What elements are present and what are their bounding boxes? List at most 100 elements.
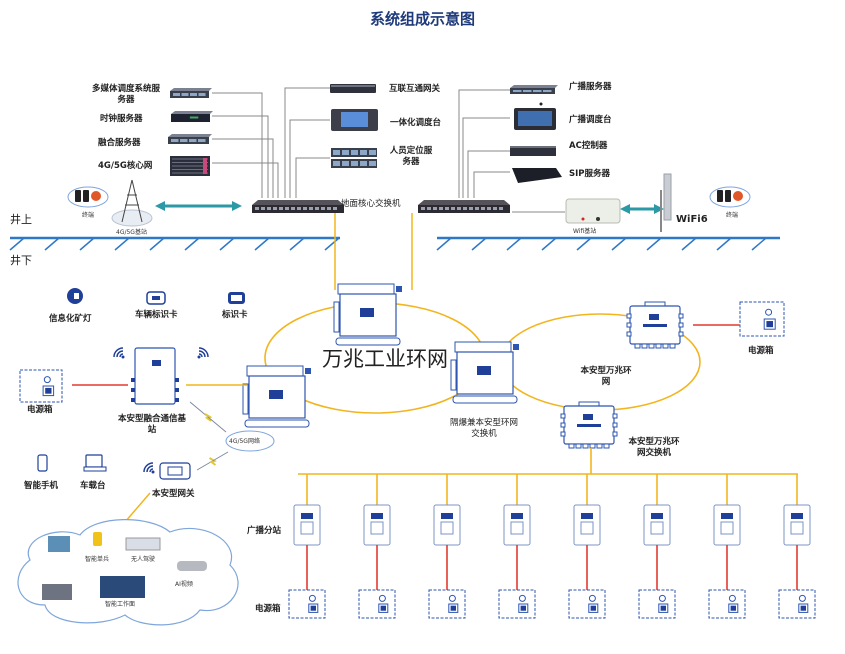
broadcast-station-5 [573, 474, 601, 590]
power-box-right-icon [739, 301, 785, 337]
label-terminal-left: 终端 [82, 212, 95, 219]
power-box-row-icon [638, 589, 676, 619]
ps-bay [351, 150, 358, 155]
label-ac-controller: AC控制器 [569, 141, 608, 151]
arrow-head-right [232, 201, 242, 211]
ps-bay [333, 161, 340, 166]
rack-front [168, 137, 209, 144]
ground-hatch [436, 237, 452, 251]
label-broadcast-server: 广播服务器 [569, 82, 612, 92]
label-terminal-right: 终端 [726, 212, 739, 219]
label-intrinsic-switch: 本安型万兆环网交换机 [628, 437, 680, 459]
core-switch-right-icon [418, 200, 510, 213]
ac-controller-icon [510, 146, 556, 156]
pb-body [428, 589, 466, 619]
is-port [662, 343, 669, 349]
wifi-signal-right-icon [197, 347, 209, 359]
intrinsic-switch-bottom-icon [560, 401, 618, 449]
ground-hatch [646, 237, 662, 251]
switch-port [303, 207, 307, 210]
app-handheld-icon [93, 532, 102, 546]
wire [289, 119, 330, 198]
is-side-port [612, 422, 618, 428]
pb-body [498, 589, 536, 619]
link-gateway-cloud [124, 492, 151, 523]
app-image-2 [42, 584, 72, 600]
fbs-port [131, 378, 135, 382]
broadcast-station-4 [503, 474, 531, 590]
pb-window-fill [380, 605, 386, 611]
wire [212, 162, 279, 198]
power-box-row-icon [498, 589, 536, 619]
is-side-port [560, 422, 566, 428]
fp-handle [242, 383, 249, 415]
ac-top [510, 146, 556, 148]
cell-tower-icon [111, 179, 153, 227]
station-screen [721, 513, 733, 519]
switch-top [418, 200, 510, 205]
phone-1 [717, 190, 723, 202]
switch-port [267, 207, 271, 210]
lamp-glyph [74, 293, 79, 299]
rack-bay [190, 93, 197, 96]
is-side-port [678, 322, 684, 328]
is-side-port [626, 331, 632, 337]
broadcast-station-7 [713, 474, 741, 590]
ground-hatch [149, 237, 165, 251]
app-workface-image [100, 576, 145, 598]
power-box-row-icon [288, 589, 326, 619]
label-smartphone: 智能手机 [24, 481, 59, 491]
fp-top [246, 365, 304, 377]
switch-port [481, 207, 485, 210]
device-3 [91, 191, 101, 201]
label-flameproof-switch: 隔爆兼本安型环网交换机 [449, 418, 518, 440]
tower-frame [121, 179, 143, 223]
pb-body [358, 589, 396, 619]
station-keypad [510, 521, 524, 535]
pb-body [288, 589, 326, 619]
antenna-panel [663, 173, 672, 221]
is-side-port [626, 322, 632, 328]
ground-hatch [611, 237, 627, 251]
station-screen [371, 513, 383, 519]
vcard-chip [152, 296, 160, 300]
vehicle-radio-icon [83, 454, 107, 472]
is-screen [649, 314, 659, 320]
is-side-port [626, 313, 632, 319]
wave-arc [113, 347, 124, 358]
fp-connector [513, 344, 519, 350]
network-cloud-icon [225, 430, 275, 452]
switch-port [457, 207, 461, 210]
vehicle-card-icon [146, 291, 166, 305]
id-card-icon [228, 292, 245, 304]
vr-screen [85, 454, 103, 468]
rack-bay [189, 139, 197, 142]
switch-port [315, 207, 319, 210]
label-fusion-server: 融合服务器 [98, 138, 141, 148]
fp-handle [450, 359, 457, 391]
multimedia-server-icon [170, 88, 212, 98]
pb-gauge [518, 594, 526, 602]
ground-hatch [541, 237, 557, 251]
fbs-body [134, 347, 176, 405]
intrinsic-gateway-icon [159, 462, 191, 480]
rack-bay [513, 90, 522, 92]
ground-hatch [324, 237, 340, 251]
arrow-head-right [654, 204, 664, 214]
wb-body [565, 198, 621, 224]
power-box-row-icon [428, 589, 466, 619]
ring-network-title: 万兆工业环网 [322, 347, 448, 371]
is-side-port [612, 413, 618, 419]
pb-gauge [798, 594, 806, 602]
label-core-network: 4G/5G核心网 [98, 161, 153, 171]
label-power-row: 电源箱 [255, 604, 281, 614]
is-port [655, 343, 662, 349]
label-right-power-box: 电源箱 [748, 346, 774, 356]
gateway-top [331, 85, 375, 87]
station-screen [581, 513, 593, 519]
label-positioning-server: 人员定位服务器 [389, 146, 433, 168]
wave-arc [146, 465, 154, 473]
flameproof-switch-top-icon [333, 283, 402, 346]
is-side-port [678, 313, 684, 319]
station-keypad [580, 521, 594, 535]
